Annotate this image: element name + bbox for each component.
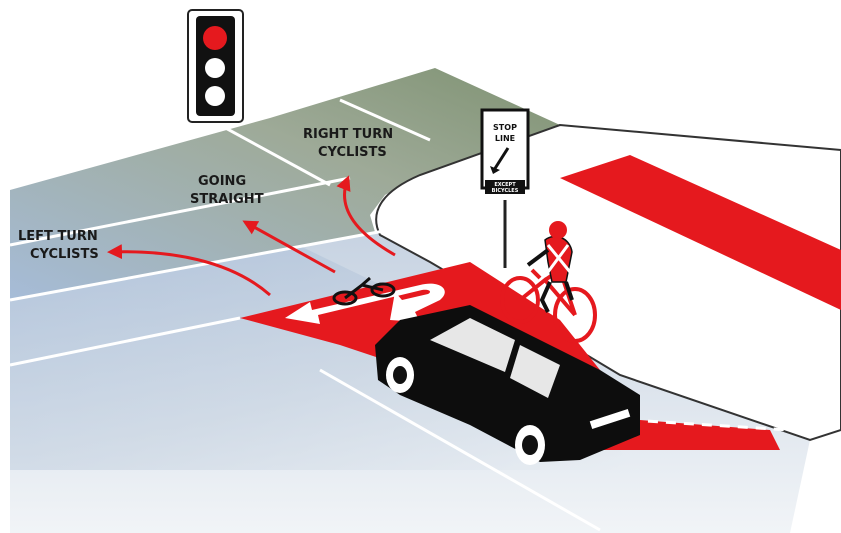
left-turn-arrow [107,244,271,297]
bike-lane-far [560,155,841,310]
right-turn-label: RIGHT TURN CYCLISTS [303,127,393,160]
car-icon [375,305,640,465]
cyclist-icon [500,221,597,343]
right-turn-line-2: CYCLISTS [318,145,387,160]
left-turn-line-2: CYCLISTS [30,247,99,262]
right-turn-line-1: RIGHT TURN [303,127,393,142]
stop-line-sign-icon: STOP LINE EXCEPT BICYCLES [480,108,530,268]
cross-street [10,68,560,300]
left-turn-line-1: LEFT TURN [18,229,98,244]
right-turn-arrow [336,175,396,257]
sign-line-2: LINE [495,134,515,143]
bike-box-arrow [285,283,445,324]
traffic-light-icon [187,9,244,123]
going-straight-line-2: STRAIGHT [190,192,264,207]
direction-arrows [107,175,396,297]
lane-bicycle-symbol-icon [588,345,620,357]
red-light [203,26,227,50]
bicycle-symbol-icon [332,276,396,306]
sign-plate-2: BICYCLES [492,188,519,194]
sign-plate-1: EXCEPT [494,182,516,188]
road-markings [9,98,601,532]
sign-line-1: STOP [493,123,517,132]
going-straight-line-1: GOING [198,174,246,189]
straight-arrow [242,220,336,274]
lane-dashed-edge [629,418,791,432]
left-turn-label: LEFT TURN CYCLISTS [18,229,99,262]
going-straight-label: GOING STRAIGHT [190,174,264,207]
